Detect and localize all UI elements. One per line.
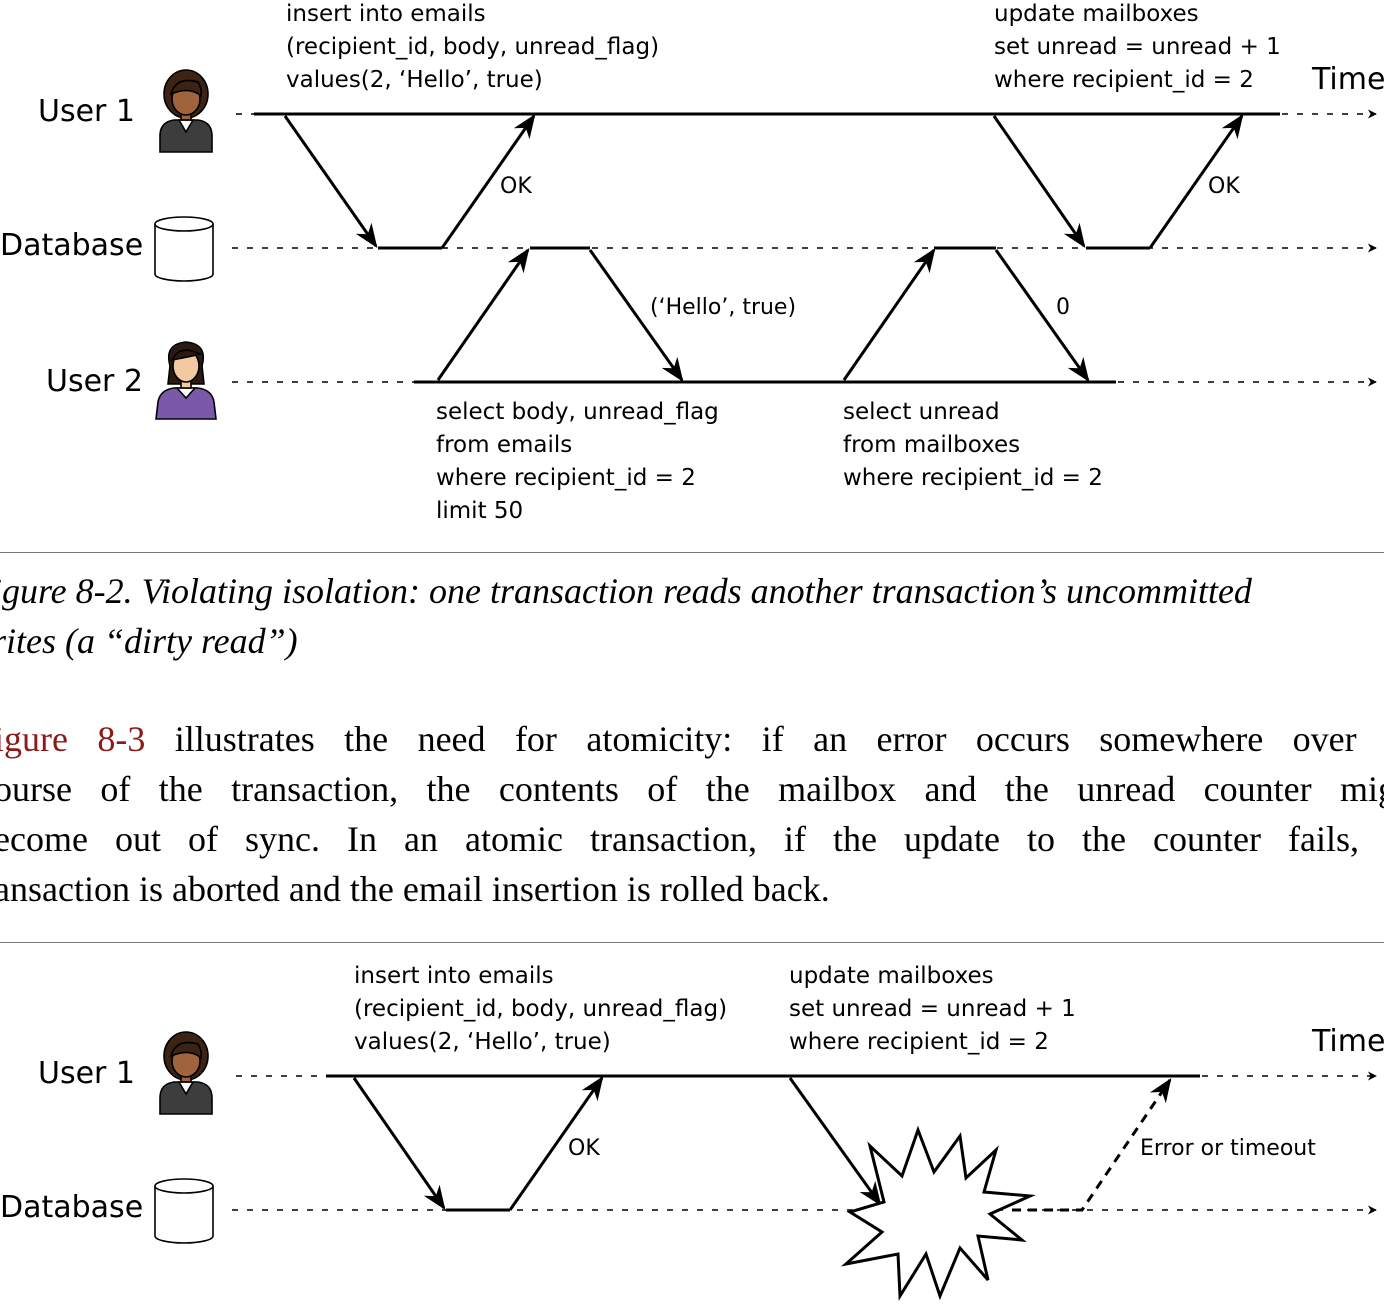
paragraph-line: igure 8-3 illustrates the need for atomi… xyxy=(0,714,1384,764)
fig2-error-or-timeout: Error or timeout xyxy=(1140,1136,1316,1161)
sql-line: from mailboxes xyxy=(843,432,1021,458)
sql-line: set unread = unread + 1 xyxy=(789,996,1076,1022)
sql-line: (recipient_id, body, unread_flag) xyxy=(286,34,660,60)
sql-line: select body, unread_flag xyxy=(436,399,719,425)
user2-avatar-icon xyxy=(155,341,217,420)
sql-line: values(2, ‘Hello’, true) xyxy=(286,67,543,93)
sql-line: insert into emails xyxy=(354,963,554,989)
arrow-insert-ok xyxy=(440,114,536,249)
figure-caption: igure 8-2. Violating isolation: one tran… xyxy=(0,566,1384,666)
fig2-user1-label: User 1 xyxy=(38,1056,136,1091)
figure2-arrows xyxy=(352,1076,1172,1212)
arrow-select-mailboxes-response xyxy=(994,249,1090,382)
sql-line: where recipient_id = 2 xyxy=(436,465,696,491)
fig2-response-ok: OK xyxy=(568,1136,600,1161)
failure-burst-icon xyxy=(840,1125,1036,1301)
body-paragraph: igure 8-3 illustrates the need for atomi… xyxy=(0,714,1384,914)
paragraph-line: ansaction is aborted and the email inser… xyxy=(0,869,830,909)
paragraph-line: ecome out of sync. In an atomic transact… xyxy=(0,819,1384,859)
sql-line: where recipient_id = 2 xyxy=(789,1029,1049,1055)
sql-line: update mailboxes xyxy=(789,963,994,989)
user2-label: User 2 xyxy=(46,364,144,399)
response-ok-update: OK xyxy=(1208,174,1240,199)
sql-line: where recipient_id = 2 xyxy=(843,465,1103,491)
response-ok-insert: OK xyxy=(500,174,532,199)
figure2-top-rule xyxy=(0,942,1384,943)
time-axis-label: Time xyxy=(1312,62,1384,97)
arrow-insert-request xyxy=(283,115,378,248)
arrow-update-ok xyxy=(1148,114,1244,249)
paragraph-line-text: illustrates the need for atomicity: if a… xyxy=(145,719,1384,759)
user1-avatar-icon xyxy=(159,69,213,153)
sql-line: insert into emails xyxy=(286,1,486,27)
fig2-sql-insert: insert into emails (recipient_id, body, … xyxy=(354,960,727,1059)
database-cylinder-icon xyxy=(154,216,214,282)
caption-line: igure 8-2. Violating isolation: one tran… xyxy=(0,571,1252,611)
sql-line: where recipient_id = 2 xyxy=(994,67,1254,93)
response-hello-true: (‘Hello’, true) xyxy=(650,295,797,320)
caption-line: rites (a “dirty read”) xyxy=(0,621,298,661)
fig2-arrow-update-request xyxy=(788,1077,882,1206)
database-cylinder-icon xyxy=(154,1178,214,1244)
user1-label: User 1 xyxy=(38,94,136,129)
sql-insert: insert into emails (recipient_id, body, … xyxy=(286,0,659,97)
database-label: Database xyxy=(0,228,144,263)
sql-line: update mailboxes xyxy=(994,1,1199,27)
user1-avatar-icon xyxy=(159,1031,213,1115)
arrow-select-emails-response xyxy=(588,249,684,382)
sql-line: from emails xyxy=(436,432,573,458)
fig2-arrow-insert-request xyxy=(352,1077,446,1210)
fig2-database-label: Database xyxy=(0,1190,144,1225)
figure2-timelines xyxy=(232,1071,1377,1215)
sql-line: (recipient_id, body, unread_flag) xyxy=(354,996,728,1022)
sql-select-mailboxes: select unread from mailboxes where recip… xyxy=(843,396,1103,495)
paragraph-line: ourse of the transaction, the contents o… xyxy=(0,769,1384,809)
response-zero: 0 xyxy=(1056,295,1070,320)
fig2-time-axis-label: Time xyxy=(1312,1024,1384,1059)
fig2-sql-update: update mailboxes set unread = unread + 1… xyxy=(789,960,1076,1059)
sql-line: values(2, ‘Hello’, true) xyxy=(354,1029,611,1055)
sql-line: set unread = unread + 1 xyxy=(994,34,1281,60)
sql-select-emails: select body, unread_flag from emails whe… xyxy=(436,396,719,528)
sql-update: update mailboxes set unread = unread + 1… xyxy=(994,0,1281,97)
figure1-timelines xyxy=(232,109,1377,387)
fig2-arrow-error xyxy=(1012,1078,1172,1212)
figure1-bottom-rule xyxy=(0,552,1384,553)
arrow-select-mailboxes-request xyxy=(842,248,936,381)
arrow-select-emails-request xyxy=(436,248,530,381)
figure1-arrows xyxy=(283,114,1244,382)
figure-cross-reference-link[interactable]: igure 8-3 xyxy=(0,719,146,759)
sql-line: limit 50 xyxy=(436,498,524,524)
fig2-arrow-insert-ok xyxy=(508,1076,604,1211)
arrow-update-request xyxy=(992,115,1086,248)
sql-line: select unread xyxy=(843,399,1000,425)
